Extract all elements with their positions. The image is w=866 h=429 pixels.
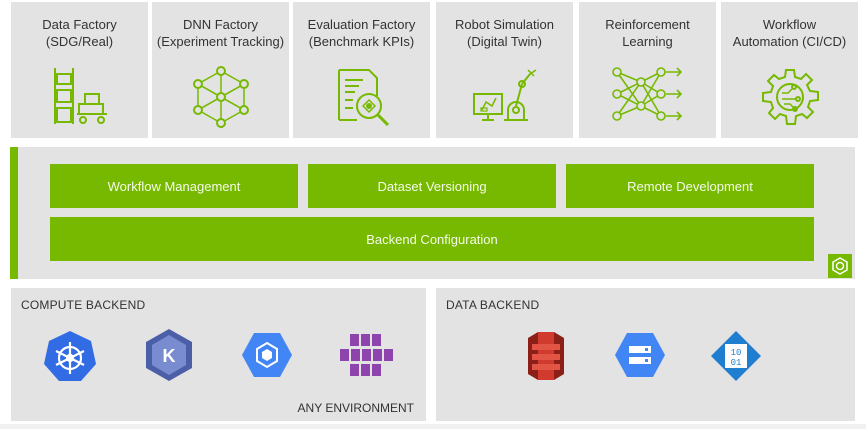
- rl-network-icon: [611, 67, 682, 121]
- factory-title: Robot Simulation(Digital Twin): [455, 17, 554, 49]
- svg-text:10: 10: [731, 348, 742, 358]
- remote-development-button[interactable]: Remote Development: [566, 164, 814, 208]
- factory-card-robot-sim: Robot Simulation(Digital Twin): [436, 2, 573, 138]
- s3-bucket-icon: [528, 332, 564, 380]
- factory-card-dnn: DNN Factory(Experiment Tracking): [152, 2, 289, 138]
- any-environment-label: ANY ENVIRONMENT: [297, 401, 414, 415]
- kubernetes-icon: [44, 331, 96, 381]
- gke-icon: [242, 333, 292, 377]
- compute-backend-title: COMPUTE BACKEND: [21, 298, 146, 312]
- azure-blob-icon: 10 01: [711, 331, 761, 381]
- bottom-edge: [0, 424, 866, 429]
- factory-card-data: Data Factory(SDG/Real): [11, 2, 148, 138]
- boxes-cart-icon: [53, 68, 107, 124]
- factory-card-evaluation: Evaluation Factory(Benchmark KPIs): [293, 2, 430, 138]
- dataset-versioning-button[interactable]: Dataset Versioning: [308, 164, 556, 208]
- svg-text:01: 01: [731, 358, 742, 368]
- gcs-storage-icon: [615, 333, 665, 377]
- data-backend-title: DATA BACKEND: [446, 298, 540, 312]
- osmo-logo-icon: [828, 254, 852, 278]
- svg-text:K: K: [163, 346, 176, 366]
- data-backend-panel: DATA BACKEND 10 01: [436, 288, 855, 421]
- report-magnifier-icon: [337, 69, 389, 127]
- factory-title: DNN Factory(Experiment Tracking): [156, 17, 285, 49]
- robot-arm-icon: [472, 69, 536, 121]
- eks-icon: K: [146, 329, 192, 381]
- factory-title: Evaluation Factory(Benchmark KPIs): [307, 17, 416, 49]
- compute-backend-panel: COMPUTE BACKEND K ANY ENVIRONMENT: [11, 288, 426, 421]
- neural-net-icon: [192, 66, 249, 128]
- backend-configuration-button[interactable]: Backend Configuration: [50, 217, 814, 261]
- compute-cubes-icon: [340, 334, 393, 376]
- factory-title: Data Factory(SDG/Real): [42, 17, 117, 49]
- gear-circuit-icon: [761, 69, 819, 125]
- workflow-management-button[interactable]: Workflow Management: [50, 164, 298, 208]
